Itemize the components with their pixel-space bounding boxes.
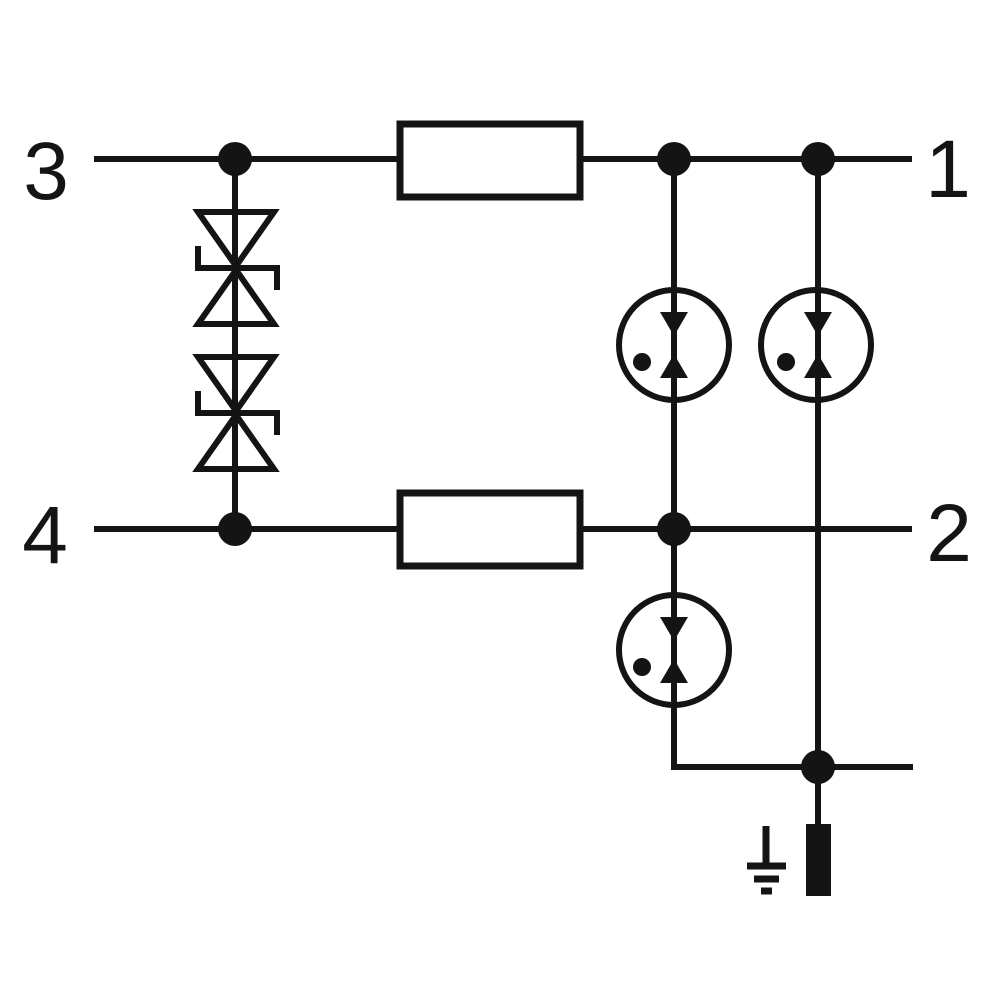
resistor-top-icon — [396, 120, 584, 201]
gdt-arrow-up — [660, 659, 688, 683]
gdt-circle — [616, 287, 732, 403]
diode-breakdown-bar — [195, 391, 280, 435]
terminal-4-label: 4 — [22, 490, 68, 581]
diode-breakdown-bar — [195, 246, 280, 290]
gdt-gas-dot — [633, 658, 651, 676]
gdt-arrow-down — [660, 617, 688, 641]
resistor-bottom-icon — [396, 489, 584, 570]
gdt-arrow-up — [804, 354, 832, 378]
junction-dot — [801, 750, 835, 784]
ground-electrode-icon — [806, 824, 831, 896]
gdt-arrow-up — [660, 354, 688, 378]
suppressor-diode-upper-icon — [192, 209, 280, 327]
gdt-circle — [758, 287, 874, 403]
earth-ground-icon — [747, 826, 786, 895]
gas-discharge-tube-line2-ground-icon — [616, 592, 732, 708]
diode-triangle-down — [192, 209, 280, 272]
junction-dot — [218, 512, 252, 546]
junction-dot — [801, 142, 835, 176]
terminal-2-label: 2 — [926, 488, 972, 579]
gas-discharge-tube-line1-line2-icon — [616, 287, 732, 403]
gdt-arrow-down — [660, 312, 688, 336]
gdt-gas-dot — [777, 353, 795, 371]
gdt-circle — [616, 592, 732, 708]
wire-gdt-branch-middle-and-ground-rail — [671, 159, 913, 770]
terminal-3-label: 3 — [23, 126, 69, 217]
junction-dot — [657, 512, 691, 546]
diode-triangle-up — [192, 409, 280, 472]
junction-dot — [218, 142, 252, 176]
junction-dot — [657, 142, 691, 176]
gdt-gas-dot — [633, 353, 651, 371]
suppressor-diode-lower-icon — [192, 354, 280, 472]
gdt-arrow-down — [804, 312, 832, 336]
gas-discharge-tube-line1-ground-icon — [758, 287, 874, 403]
diode-triangle-down — [192, 354, 280, 417]
terminal-1-label: 1 — [925, 124, 971, 215]
diode-triangle-up — [192, 264, 280, 327]
